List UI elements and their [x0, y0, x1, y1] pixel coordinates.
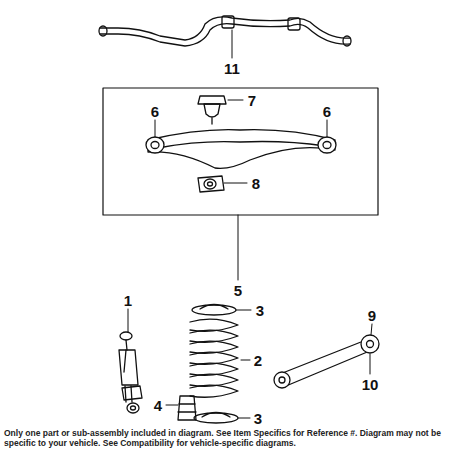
- callout-number: 11: [224, 61, 240, 76]
- control-arm: [148, 130, 335, 169]
- spring-seat: [192, 305, 236, 315]
- bump-stop: [178, 396, 196, 420]
- ball-joint: [198, 96, 226, 104]
- leader-line: [128, 30, 372, 418]
- disclaimer-note: Only one part or sub-assembly included i…: [4, 428, 444, 448]
- callout-number: 1: [124, 293, 132, 308]
- callout-number: 3: [256, 303, 264, 318]
- callout-number: 3: [254, 411, 262, 426]
- shock-absorber: [119, 332, 142, 413]
- sway-bar: [100, 24, 350, 46]
- lower-control-arm: [280, 340, 372, 386]
- sway-bar: [100, 17, 350, 40]
- callout-number: 6: [323, 104, 331, 119]
- arm-bushing: [361, 335, 379, 353]
- callout-number: 10: [362, 377, 379, 392]
- coil-winding: [190, 385, 238, 397]
- callout-number: 2: [254, 353, 262, 368]
- coil-spring: [190, 319, 238, 397]
- spring-seat: [194, 413, 238, 423]
- coil-winding: [190, 374, 238, 386]
- callout-number: 7: [248, 93, 256, 108]
- coil-winding: [190, 319, 238, 331]
- coil-winding: [190, 352, 238, 364]
- coil-winding: [190, 363, 238, 375]
- callout-number: 6: [151, 104, 159, 119]
- assembly-frame: [103, 88, 378, 215]
- callout-number: 9: [368, 308, 376, 323]
- callout-number: 8: [252, 176, 260, 191]
- callout-number: 5: [234, 283, 242, 298]
- bushing: [198, 176, 224, 192]
- callout-number: 4: [154, 398, 162, 413]
- coil-winding: [190, 341, 238, 353]
- coil-winding: [190, 330, 238, 342]
